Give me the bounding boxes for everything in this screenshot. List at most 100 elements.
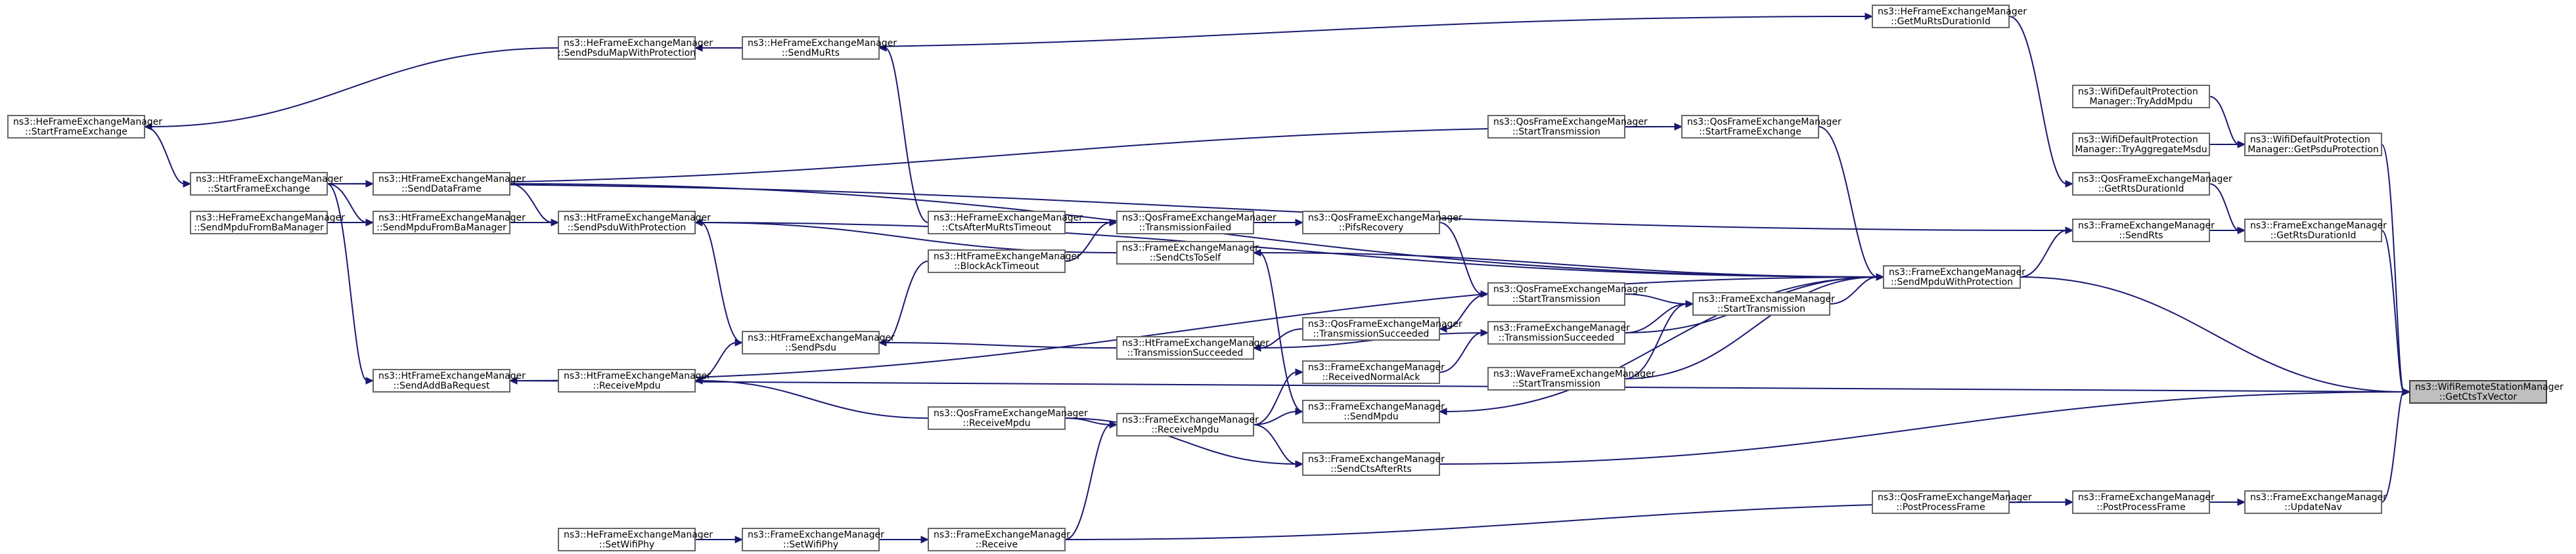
function-node[interactable]: ns3::FrameExchangeManager::GetRtsDuratio… [2244,219,2387,242]
node-box [1302,360,1440,384]
function-node[interactable]: ns3::HtFrameExchangeManager::SendPsdu [742,331,895,354]
function-node[interactable]: ns3::HeFrameExchangeManager::GetMuRtsDur… [1872,5,2027,28]
function-node[interactable]: ns3::HeFrameExchangeManager::SetWifiPhy [558,528,713,551]
function-node[interactable]: ns3::WifiDefaultProtectionManager::TryAd… [2072,85,2210,108]
function-node[interactable]: ns3::WaveFrameExchangeManager::StartTran… [1487,367,1656,391]
edge-arrowhead [508,377,518,385]
function-node[interactable]: ns3::HeFrameExchangeManager::SendPsduMap… [558,36,713,60]
function-node[interactable]: ns3::FrameExchangeManager::UpdateNav [2244,490,2387,514]
call-edge [2209,96,2246,148]
node-box [1487,115,1625,138]
call-edge [2381,230,2411,396]
function-node[interactable]: ns3::HtFrameExchangeManager::SendDataFra… [373,172,526,196]
node-box [1883,265,2021,289]
node-label-line-2: ::SetWifiPhy [599,540,654,550]
edge-path [700,380,929,419]
node-label-line-2: ::ReceivedNormalAck [1322,372,1421,383]
node-label-line-2: ::CtsAfterMuRtsTimeout [942,223,1052,233]
node-label-line-1: ns3::WifiDefaultProtection [2250,135,2370,145]
call-edge [694,377,929,419]
function-node[interactable]: ns3::HeFrameExchangeManager::SendMuRts [742,36,897,60]
function-node[interactable]: ns3::FrameExchangeManager::ReceiveMpdu [1116,413,1259,437]
node-label-line-2: ::TransmissionSucceeded [1499,333,1615,343]
node-box [2244,490,2382,514]
node-label-line-1: ns3::QosFrameExchangeManager [1493,117,1648,127]
node-label-line-2: ::ReceiveMpdu [593,381,661,391]
edge-path [2381,144,2405,393]
function-node[interactable]: ns3::QosFrameExchangeManager::PostProces… [1872,490,2032,514]
function-node[interactable]: ns3::HeFrameExchangeManager::StartFrameE… [7,115,162,138]
node-label-line-2: ::PostProcessFrame [1896,502,1985,513]
node-label-line-1: ns3::HtFrameExchangeManager [748,333,895,343]
function-node[interactable]: ns3::FrameExchangeManager::PostProcessFr… [2072,490,2215,514]
function-node[interactable]: ns3::QosFrameExchangeManager::Transmissi… [1116,211,1277,234]
call-edge [2020,226,2074,278]
function-node[interactable]: ns3::HtFrameExchangeManager::BlockAckTim… [928,249,1081,273]
function-node[interactable]: ns3::FrameExchangeManager::SendCtsAfterR… [1302,452,1445,476]
edge-arrowhead [1480,329,1489,337]
edge-path [1624,276,1878,379]
function-node[interactable]: ns3::QosFrameExchangeManager::Transmissi… [1302,317,1462,341]
function-node[interactable]: ns3::HtFrameExchangeManager::SendPsduWit… [558,211,711,234]
function-node[interactable]: ns3::HeFrameExchangeManager::SendMpduFro… [190,211,345,234]
node-box [558,211,696,234]
node-box [928,528,1066,551]
function-node[interactable]: ns3::QosFrameExchangeManager::PifsRecove… [1302,211,1462,234]
edge-path [327,183,2068,231]
call-edge [1253,368,1304,425]
function-node[interactable]: ns3::FrameExchangeManager::SendMpdu [1302,400,1445,423]
function-node[interactable]: ns3::HtFrameExchangeManager::SendAddBaRe… [373,369,526,393]
edge-arrowhead [1252,249,1261,257]
function-node[interactable]: ns3::FrameExchangeManager::SendRts [2072,219,2215,242]
function-node[interactable]: ns3::WifiDefaultProtectionManager::GetPs… [2244,133,2382,156]
node-box [928,406,1066,430]
node-label-line-2: ::ReceiveMpdu [1152,425,1219,435]
function-node[interactable]: ns3::HtFrameExchangeManager::StartFrameE… [190,172,343,196]
function-node[interactable]: ns3::HtFrameExchangeManager::ReceiveMpdu [558,369,711,393]
call-edge [1439,388,2411,465]
function-node[interactable]: ns3::HtFrameExchangeManager::SendMpduFro… [373,211,526,234]
call-edge [144,126,192,188]
function-node[interactable]: ns3::FrameExchangeManager::SendMpduWithP… [1883,265,2025,289]
function-node[interactable]: ns3::QosFrameExchangeManager::StartTrans… [1487,115,1648,138]
function-node[interactable]: ns3::FrameExchangeManager::ReceivedNorma… [1302,360,1445,384]
node-box [373,172,510,196]
function-node[interactable]: ns3::FrameExchangeManager::SendCtsToSelf [1116,241,1259,265]
node-label-line-1: ns3::QosFrameExchangeManager [1687,117,1842,127]
edge-path [1259,252,1303,412]
function-node[interactable]: ns3::FrameExchangeManager::StartTransmis… [1692,292,1835,316]
function-node[interactable]: ns3::QosFrameExchangeManager::GetRtsDura… [2072,172,2232,196]
function-node[interactable]: ns3::WifiDefaultProtectionManager::TryAg… [2072,133,2210,156]
node-label-line-1: ns3::FrameExchangeManager [1698,294,1835,305]
function-node[interactable]: ns3::HeFrameExchangeManager::CtsAfterMuR… [928,211,1083,234]
node-box [1872,490,2010,514]
edge-path [884,342,1118,349]
root-function-node[interactable]: ns3::WifiRemoteStationManager::GetCtsTxV… [2409,380,2564,404]
function-node[interactable]: ns3::QosFrameExchangeManager::StartTrans… [1487,282,1648,306]
node-box [1302,211,1440,234]
function-node[interactable]: ns3::FrameExchangeManager::Receive [928,528,1070,551]
node-label-line-2: ::GetRtsDurationId [2271,230,2357,241]
node-label-line-1: ns3::HeFrameExchangeManager [1878,7,2027,17]
edge-path [1624,303,1688,379]
call-edge [2209,183,2246,234]
function-node[interactable]: ns3::FrameExchangeManager::TransmissionS… [1487,321,1630,345]
call-edge [2020,276,2411,396]
function-node[interactable]: ns3::HtFrameExchangeManager::Transmissio… [1116,336,1269,360]
node-label-line-1: ns3::HtFrameExchangeManager [378,213,526,223]
call-edge [694,222,1885,281]
edge-arrowhead [2402,388,2411,396]
edge-arrowhead [920,536,930,543]
node-label-line-1: ns3::FrameExchangeManager [1308,454,1445,465]
function-node[interactable]: ns3::FrameExchangeManager::SetWifiPhy [742,528,884,551]
function-node[interactable]: ns3::QosFrameExchangeManager::ReceiveMpd… [928,406,1088,430]
edge-arrowhead [2065,180,2074,188]
node-label-line-2: ::SendMpduFromBaManager [194,223,324,233]
edge-path [1624,303,1688,333]
node-box [2409,380,2547,404]
call-edge [1439,222,1489,298]
node-label-line-2: ::SendCtsToSelf [1150,253,1221,263]
node-label-line-1: ns3::HtFrameExchangeManager [378,174,526,184]
function-node[interactable]: ns3::QosFrameExchangeManager::StartFrame… [1681,115,1842,138]
